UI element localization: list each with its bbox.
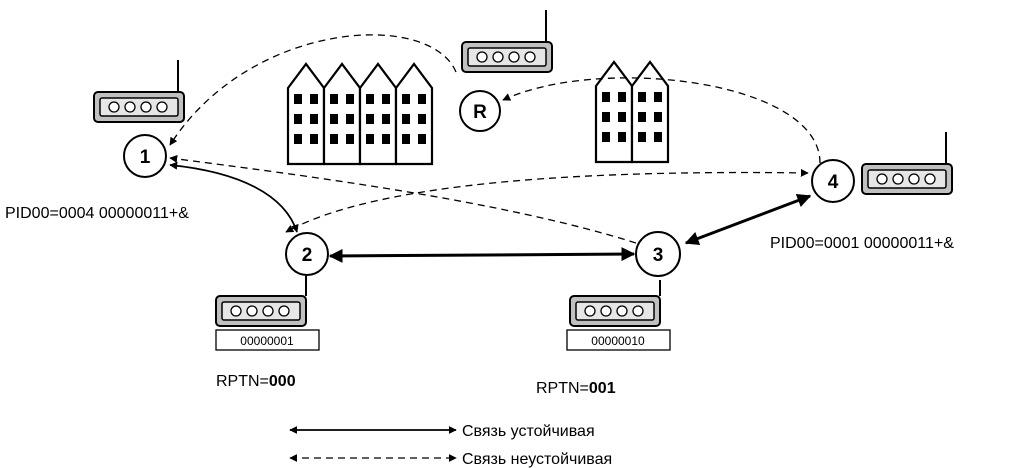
- legend: Связь устойчивая Связь неустойчивая: [289, 423, 612, 468]
- address-label-node-3: 00000010: [591, 334, 645, 348]
- node-4: 4: [811, 159, 855, 203]
- rptn-value: 000: [269, 373, 296, 390]
- pid-label-node-4: PID00=0001 00000011+&: [770, 235, 954, 252]
- node-3: 3: [635, 231, 681, 277]
- link-unstable-4-2: [285, 168, 809, 233]
- rptn-label-node-3: RPTN=001: [536, 380, 616, 397]
- node-2: 2: [285, 232, 329, 276]
- link-stable-1-2: [169, 161, 299, 233]
- node-label: 1: [140, 147, 151, 168]
- link-stable-2-3: [328, 247, 636, 263]
- router-node-3: 00000010: [566, 280, 671, 351]
- router-icon: [93, 91, 185, 123]
- building-icon: [286, 62, 326, 166]
- rptn-label-node-2: RPTN=000: [216, 373, 296, 390]
- link-unstable-3-1: [169, 154, 637, 244]
- building-icon: [630, 60, 670, 164]
- router-icon: [215, 295, 307, 327]
- link-stable-3-4: [684, 193, 812, 246]
- node-R: R: [459, 90, 501, 132]
- node-label: R: [473, 102, 487, 123]
- building-icon: [322, 62, 362, 166]
- node-1: 1: [123, 134, 167, 178]
- router-node-2: 00000001: [215, 273, 320, 351]
- link-unstable-4-R: [502, 77, 821, 164]
- router-node-R: [461, 10, 553, 73]
- node-label: 3: [653, 245, 664, 266]
- router-icon: [569, 295, 661, 327]
- address-box: [566, 329, 671, 351]
- building-icon: [394, 62, 434, 166]
- address-box: [215, 329, 320, 351]
- legend-stable-label: Связь устойчивая: [462, 423, 595, 440]
- legend-unstable-label: Связь неустойчивая: [462, 451, 612, 468]
- router-icon: [861, 163, 953, 195]
- rptn-prefix: RPTN=: [216, 373, 269, 390]
- router-node-4: [861, 132, 953, 195]
- pid-label-node-1: PID00=0004 00000011+&: [5, 205, 189, 222]
- address-label-node-2: 00000001: [240, 334, 294, 348]
- rptn-prefix: RPTN=: [536, 380, 589, 397]
- building-icon: [594, 60, 634, 164]
- node-label: 2: [302, 245, 313, 266]
- router-icon: [461, 41, 553, 73]
- link-unstable-R-1: [169, 34, 457, 146]
- building-group-left: [286, 62, 434, 166]
- rptn-value: 001: [589, 380, 616, 397]
- node-label: 4: [828, 172, 839, 193]
- building-icon: [358, 62, 398, 166]
- building-group-right: [594, 60, 670, 164]
- router-node-1: [93, 60, 185, 123]
